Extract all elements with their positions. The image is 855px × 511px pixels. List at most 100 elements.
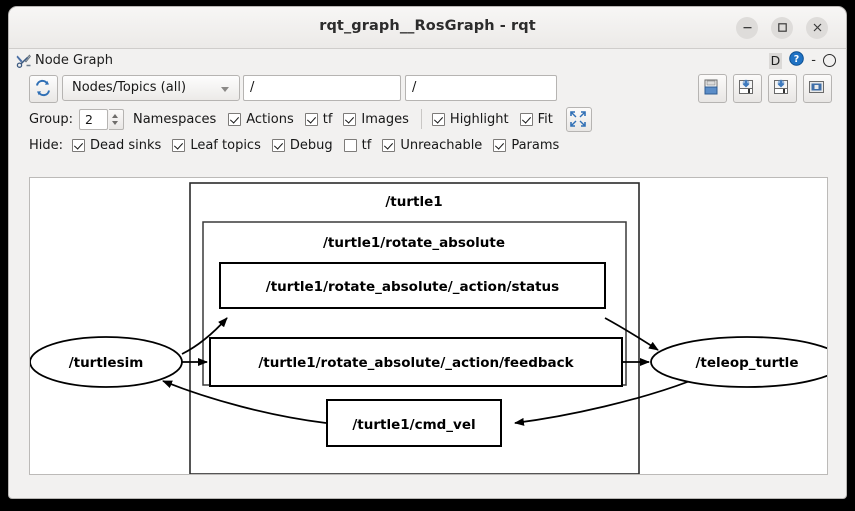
group-depth-stepper[interactable] bbox=[108, 108, 124, 130]
checkbox-leaf-topics[interactable]: Leaf topics bbox=[172, 138, 261, 153]
close-button[interactable] bbox=[806, 17, 828, 39]
checkbox-highlight-label: Highlight bbox=[449, 111, 509, 127]
stepper-down-icon[interactable] bbox=[112, 120, 119, 125]
group-options-row: Group: 2 Namespaces Actions tf Images Hi… bbox=[9, 106, 846, 132]
image-export-icon bbox=[809, 81, 824, 93]
dock-header-controls: D ? - bbox=[768, 51, 836, 70]
maximize-icon bbox=[777, 23, 787, 32]
window-title: rqt_graph__RosGraph - rqt bbox=[319, 18, 536, 34]
cluster-rotate-absolute-label: /turtle1/rotate_absolute bbox=[323, 235, 505, 251]
checkbox-leaf-topics-label: Leaf topics bbox=[190, 137, 261, 153]
title-bar: rqt_graph__RosGraph - rqt bbox=[9, 7, 846, 49]
edge-status-to-teleop bbox=[604, 317, 659, 351]
stepper-up-icon[interactable] bbox=[112, 113, 119, 118]
graph-type-value: Nodes/Topics (all) bbox=[72, 80, 187, 95]
namespaces-label: Namespaces bbox=[132, 111, 217, 127]
edge-turtlesim-to-status bbox=[181, 317, 228, 355]
save-svg-icon bbox=[774, 79, 788, 94]
checkbox-params[interactable]: Params bbox=[493, 138, 559, 153]
checkbox-actions[interactable]: Actions bbox=[228, 112, 294, 127]
graph-view[interactable]: /turtle1 /turtle1/rotate_absolute /turtl… bbox=[29, 177, 828, 475]
node-turtlesim-label: /turtlesim bbox=[69, 355, 144, 371]
node-teleop-turtle[interactable] bbox=[650, 336, 827, 388]
minimize-button[interactable] bbox=[736, 17, 758, 39]
checkbox-hide-tf-label: tf bbox=[361, 137, 372, 153]
checkbox-tf[interactable]: tf bbox=[304, 111, 333, 127]
save-dot-icon bbox=[739, 79, 753, 94]
checkbox-debug-label: Debug bbox=[289, 137, 333, 153]
refresh-icon bbox=[36, 79, 50, 97]
topic-filter-input[interactable]: / bbox=[243, 75, 401, 101]
folder-open-icon bbox=[704, 79, 718, 95]
checkbox-fit-label: Fit bbox=[537, 111, 553, 127]
checkbox-params-label: Params bbox=[511, 137, 560, 153]
topic-node-cmd-vel[interactable] bbox=[326, 399, 502, 447]
cluster-turtle1 bbox=[189, 182, 640, 474]
checkbox-dead-sinks-box[interactable] bbox=[72, 138, 86, 152]
topic-node-status-label: /turtle1/rotate_absolute/_action/status bbox=[266, 279, 559, 295]
dock-d-button[interactable]: D bbox=[768, 52, 783, 69]
maximize-button[interactable] bbox=[771, 17, 793, 39]
cluster-turtle1-label: /turtle1 bbox=[385, 194, 442, 210]
ros-node-graph: /turtle1 /turtle1/rotate_absolute /turtl… bbox=[30, 182, 827, 474]
load-dot-button[interactable] bbox=[698, 74, 727, 103]
checkbox-unreachable-label: Unreachable bbox=[400, 137, 483, 153]
checkbox-highlight-box[interactable] bbox=[431, 112, 445, 126]
dock-title: Node Graph bbox=[35, 53, 113, 68]
fit-in-view-button[interactable] bbox=[565, 106, 592, 132]
save-svg-button[interactable] bbox=[768, 74, 797, 103]
dock-minimize-button[interactable]: - bbox=[811, 52, 816, 68]
chevron-down-icon bbox=[221, 87, 229, 92]
refresh-button[interactable] bbox=[29, 75, 58, 103]
group-label: Group: bbox=[29, 111, 73, 127]
checkbox-actions-label: Actions bbox=[246, 111, 294, 127]
toolbar-buttons bbox=[698, 74, 832, 103]
svg-text:?: ? bbox=[794, 54, 800, 65]
topic-node-feedback-label: /turtle1/rotate_absolute/_action/feedbac… bbox=[258, 355, 574, 371]
group-depth-input[interactable]: 2 bbox=[78, 108, 108, 130]
hide-options-row: Hide: Dead sinks Leaf topics Debug tf Un… bbox=[9, 132, 846, 158]
graph-toolbar: Nodes/Topics (all) / / bbox=[9, 74, 846, 106]
checkbox-unreachable-box[interactable] bbox=[382, 138, 396, 152]
hide-label: Hide: bbox=[29, 137, 64, 153]
save-image-button[interactable] bbox=[803, 74, 832, 103]
node-teleop-turtle-label: /teleop_turtle bbox=[696, 355, 799, 371]
group-depth-value: 2 bbox=[84, 111, 93, 127]
checkbox-leaf-topics-box[interactable] bbox=[172, 138, 186, 152]
checkbox-images[interactable]: Images bbox=[343, 112, 409, 127]
help-icon[interactable]: ? bbox=[789, 51, 805, 70]
checkbox-dead-sinks[interactable]: Dead sinks bbox=[72, 138, 161, 153]
checkbox-fit[interactable]: Fit bbox=[519, 111, 553, 127]
save-dot-button[interactable] bbox=[733, 74, 762, 103]
checkbox-dead-sinks-label: Dead sinks bbox=[90, 137, 162, 153]
checkbox-highlight[interactable]: Highlight bbox=[431, 111, 509, 127]
checkbox-images-label: Images bbox=[361, 111, 409, 127]
checkbox-actions-box[interactable] bbox=[228, 112, 242, 126]
checkbox-images-box[interactable] bbox=[343, 112, 357, 126]
checkbox-hide-tf-box[interactable] bbox=[343, 138, 357, 152]
close-icon bbox=[813, 23, 821, 32]
checkbox-debug[interactable]: Debug bbox=[271, 137, 333, 153]
checkbox-unreachable[interactable]: Unreachable bbox=[382, 138, 482, 153]
fit-in-view-icon bbox=[570, 110, 586, 127]
checkbox-fit-box[interactable] bbox=[519, 112, 533, 126]
tools-icon bbox=[16, 53, 32, 73]
dock-widget-header: Node Graph D ? - bbox=[9, 49, 846, 74]
edge-teleop-to-cmdvel bbox=[514, 380, 691, 426]
checkbox-debug-box[interactable] bbox=[271, 138, 285, 152]
graph-type-combobox[interactable]: Nodes/Topics (all) bbox=[62, 75, 240, 101]
node-turtlesim[interactable] bbox=[30, 336, 183, 388]
checkbox-tf-box[interactable] bbox=[304, 112, 318, 126]
topic-node-status[interactable] bbox=[219, 262, 606, 309]
checkbox-tf-label: tf bbox=[322, 111, 333, 127]
topic-node-feedback[interactable] bbox=[209, 337, 623, 387]
dock-close-button[interactable] bbox=[823, 54, 836, 67]
edge-cmdvel-to-turtlesim bbox=[162, 380, 327, 424]
node-filter-input[interactable]: / bbox=[405, 75, 557, 101]
checkbox-hide-tf[interactable]: tf bbox=[343, 137, 372, 153]
topic-node-cmd-vel-label: /turtle1/cmd_vel bbox=[352, 417, 475, 433]
toolbar-separator bbox=[420, 109, 422, 129]
application-window: rqt_graph__RosGraph - rqt bbox=[8, 6, 847, 499]
minimize-icon bbox=[743, 27, 751, 29]
checkbox-params-box[interactable] bbox=[493, 138, 507, 152]
